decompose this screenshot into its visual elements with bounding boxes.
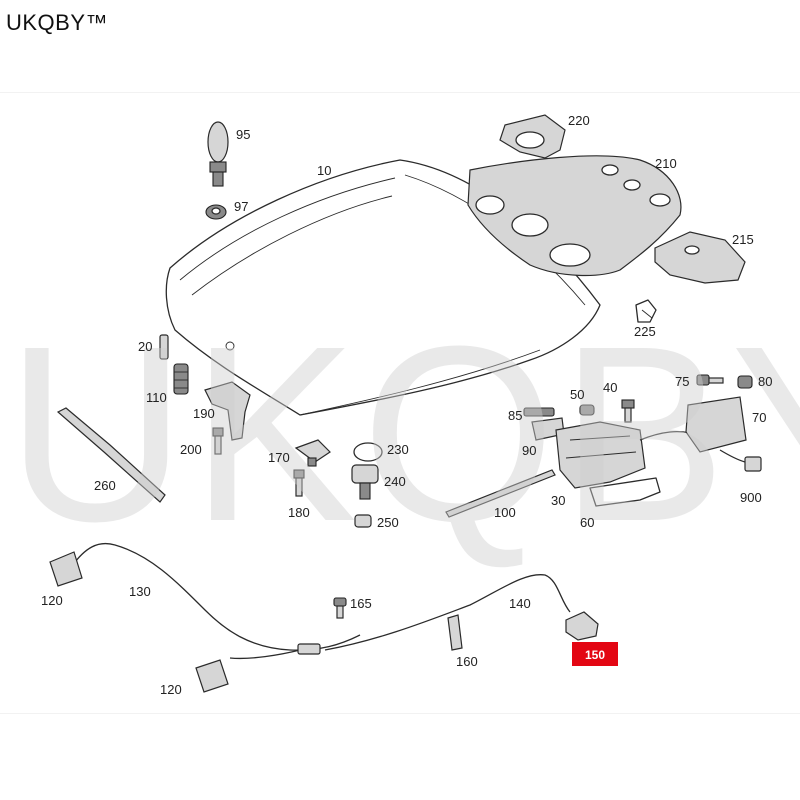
label-60: 60 [580, 515, 594, 530]
label-150: 150 [585, 648, 605, 662]
cable-clip-120-lower-part[interactable] [195, 659, 229, 693]
clip-50-part[interactable] [579, 404, 595, 416]
label-85: 85 [508, 408, 522, 423]
nut-80-part[interactable] [737, 375, 753, 389]
label-100: 100 [494, 505, 516, 520]
label-110: 110 [146, 390, 167, 405]
bumper-20-part[interactable] [159, 334, 169, 360]
label-120-lower: 120 [160, 682, 182, 697]
label-225: 225 [634, 324, 656, 339]
label-80: 80 [758, 374, 772, 389]
release-cable-branch-part [229, 649, 301, 660]
label-140: 140 [509, 596, 531, 611]
label-97: 97 [234, 199, 248, 214]
label-180: 180 [288, 505, 310, 520]
clip-225-part[interactable] [635, 299, 657, 323]
buffer-240-part[interactable] [351, 464, 379, 500]
label-215: 215 [732, 232, 754, 247]
bolt-75-part[interactable] [696, 374, 724, 386]
label-40: 40 [603, 380, 617, 395]
bracket-85-part[interactable] [523, 407, 555, 417]
label-90: 90 [522, 443, 536, 458]
label-130: 130 [129, 584, 151, 599]
hood-lock-part[interactable] [555, 421, 646, 489]
label-95: 95 [236, 127, 250, 142]
cap-230-part[interactable] [353, 442, 383, 462]
label-165: 165 [350, 596, 372, 611]
cable-splitter-part[interactable] [297, 643, 321, 655]
watermark-text: UKQBY™ [6, 294, 800, 573]
label-160: 160 [456, 654, 478, 669]
screw-180-part[interactable] [293, 469, 305, 497]
label-220: 220 [568, 113, 590, 128]
spring-110-part[interactable] [173, 363, 189, 395]
label-75: 75 [675, 374, 689, 389]
label-240: 240 [384, 474, 406, 489]
label-190: 190 [193, 406, 215, 421]
label-230: 230 [387, 442, 409, 457]
seal-strip-part[interactable] [56, 407, 166, 503]
label-200: 200 [180, 442, 202, 457]
label-10: 10 [317, 163, 331, 178]
cable-clip-120-upper-part[interactable] [49, 551, 83, 587]
label-20: 20 [138, 339, 152, 354]
striker-70-part[interactable] [685, 396, 747, 453]
bracket-170-part[interactable] [294, 439, 331, 467]
bolt-200-part[interactable] [212, 427, 224, 455]
brand-title: UKQBY™ [6, 10, 109, 35]
bracket-160-part[interactable] [447, 614, 463, 651]
lamp-bulb-part[interactable] [207, 121, 229, 187]
bolt-40-part[interactable] [621, 399, 635, 423]
release-lever-150-part[interactable] [565, 611, 599, 641]
label-900: 900 [740, 490, 762, 505]
label-260: 260 [94, 478, 116, 493]
release-handle-part[interactable] [589, 477, 661, 507]
grommet-part[interactable] [205, 204, 227, 220]
label-250: 250 [377, 515, 399, 530]
insulation-mat-part[interactable] [467, 155, 682, 277]
nut-250-part[interactable] [354, 514, 372, 528]
cover-plate-215-part[interactable] [654, 231, 746, 284]
label-120-upper: 120 [41, 593, 63, 608]
release-cable-140-part[interactable] [324, 574, 571, 651]
label-50: 50 [570, 387, 584, 402]
pin-165-part[interactable] [333, 597, 347, 619]
label-170: 170 [268, 450, 290, 465]
highlight-box-150 [572, 642, 618, 666]
cover-plate-220-part[interactable] [499, 114, 566, 159]
sensor-900-part[interactable] [719, 449, 762, 472]
label-70: 70 [752, 410, 766, 425]
hinge-190-part[interactable] [204, 381, 251, 441]
support-rod-part[interactable] [445, 469, 556, 518]
label-30: 30 [551, 493, 565, 508]
label-210: 210 [655, 156, 677, 171]
